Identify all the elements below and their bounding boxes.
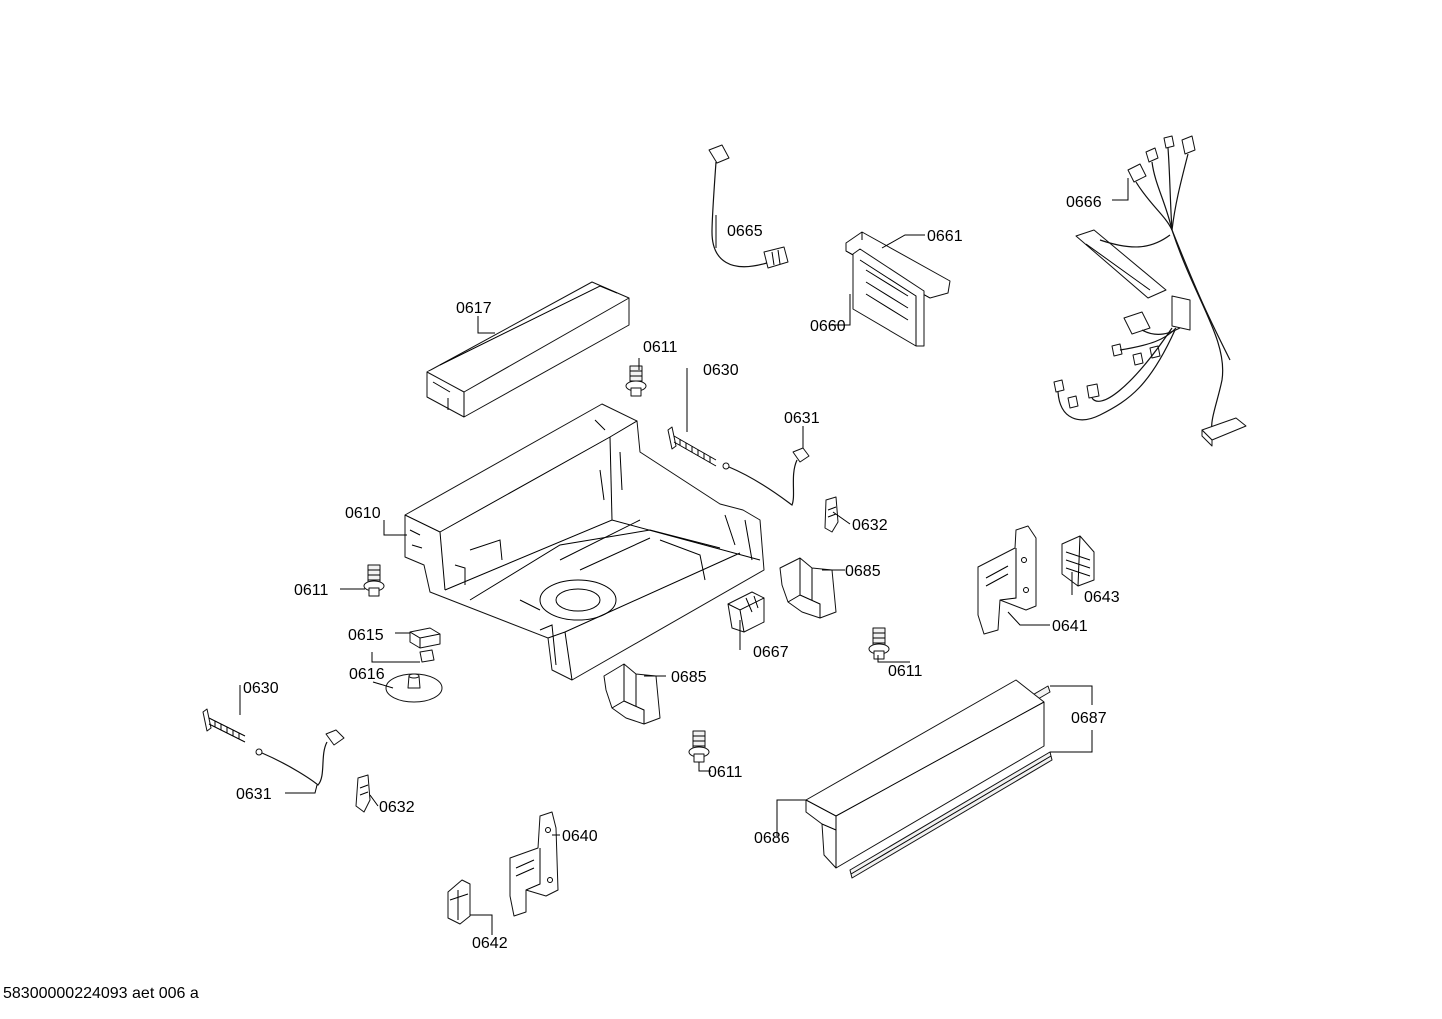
label-0640: 0640	[562, 828, 598, 845]
label-0666: 0666	[1066, 194, 1102, 211]
label-0610: 0610	[345, 505, 381, 522]
label-0632-a: 0632	[852, 517, 888, 534]
part-0641-bracket[interactable]	[977, 525, 1037, 635]
part-0630-spring-b[interactable]	[202, 708, 246, 743]
label-0687: 0687	[1071, 710, 1107, 727]
part-0630-spring-a[interactable]	[667, 426, 717, 467]
label-0641: 0641	[1052, 618, 1088, 635]
label-0665: 0665	[727, 223, 763, 240]
label-0616: 0616	[349, 666, 385, 683]
label-0630-a: 0630	[703, 362, 739, 379]
part-0615-connector[interactable]	[409, 627, 441, 663]
part-0640-bracket[interactable]	[509, 811, 559, 917]
part-0632-clip-a[interactable]	[824, 496, 839, 533]
part-0643-clip[interactable]	[1061, 535, 1095, 587]
label-0661: 0661	[927, 228, 963, 245]
label-0615: 0615	[348, 627, 384, 644]
part-0611-foot-b[interactable]	[363, 564, 385, 597]
label-0686: 0686	[754, 830, 790, 847]
drawing-id-footer: 58300000224093 aet 006 a	[3, 985, 199, 1002]
part-0632-clip-b[interactable]	[355, 774, 371, 813]
part-0611-foot-c[interactable]	[868, 627, 890, 660]
label-0617: 0617	[456, 300, 492, 317]
part-0631-cable-a[interactable]	[722, 447, 810, 506]
label-0667: 0667	[753, 644, 789, 661]
part-0611-foot-d[interactable]	[688, 730, 710, 763]
part-0617-cover[interactable]	[426, 281, 630, 418]
part-0611-foot-a[interactable]	[625, 365, 647, 397]
part-0685-mount-a[interactable]	[779, 557, 837, 619]
label-0643: 0643	[1084, 589, 1120, 606]
label-0685-b: 0685	[671, 669, 707, 686]
part-0685-mount-b[interactable]	[603, 663, 661, 725]
label-0611-a: 0611	[643, 339, 678, 356]
label-0642: 0642	[472, 935, 508, 952]
label-0630-b: 0630	[243, 680, 279, 697]
part-0665-power-cord[interactable]	[708, 144, 789, 269]
label-0660: 0660	[810, 318, 846, 335]
label-0631-a: 0631	[784, 410, 820, 427]
label-0632-b: 0632	[379, 799, 415, 816]
part-0667-bracket[interactable]	[727, 591, 765, 633]
label-0611-d: 0611	[708, 764, 743, 781]
label-0631-b: 0631	[236, 786, 272, 803]
part-0666-wiring-harness[interactable]	[1053, 135, 1247, 447]
part-0660-housing[interactable]	[852, 248, 925, 347]
leader-lines	[239, 178, 1129, 935]
part-0686-plinth[interactable]	[805, 679, 1045, 869]
label-0685-a: 0685	[845, 563, 881, 580]
part-0642-bracket[interactable]	[447, 879, 471, 925]
label-0611-c: 0611	[888, 663, 923, 680]
part-0616-disc[interactable]	[385, 673, 443, 703]
part-0631-cable-b[interactable]	[255, 729, 345, 786]
part-0610-base-frame[interactable]	[404, 403, 765, 681]
label-0611-b: 0611	[294, 582, 329, 599]
